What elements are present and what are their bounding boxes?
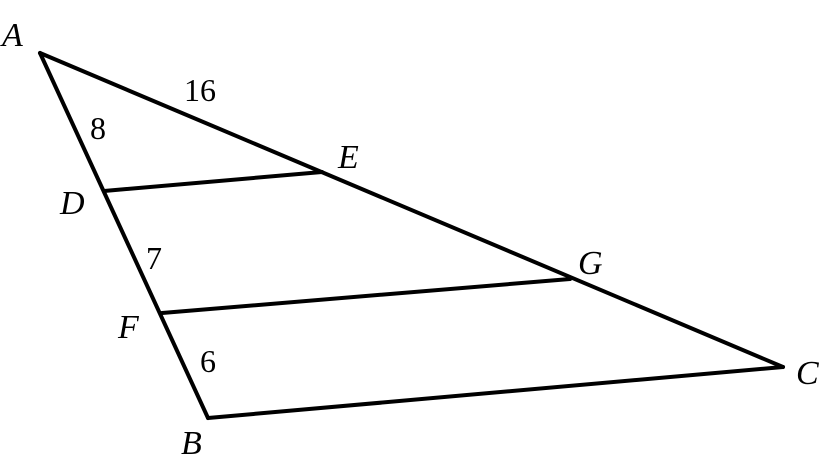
length-label-df: 7 [146,240,162,276]
side-ac [38,51,785,369]
segment-fg [160,277,572,315]
vertex-label-f: F [117,309,140,346]
vertex-label-g: G [578,245,603,282]
vertex-label-e: E [337,139,359,176]
length-label-fb: 6 [200,343,216,379]
length-label-ae: 16 [184,72,216,108]
segment-de [102,170,324,193]
vertex-label-d: D [59,185,85,222]
vertex-label-c: C [796,355,819,392]
side-ab [38,51,210,420]
vertex-label-a: A [0,17,23,54]
side-bc [206,365,785,420]
length-label-ad: 8 [90,110,106,146]
vertex-label-b: B [181,425,202,462]
